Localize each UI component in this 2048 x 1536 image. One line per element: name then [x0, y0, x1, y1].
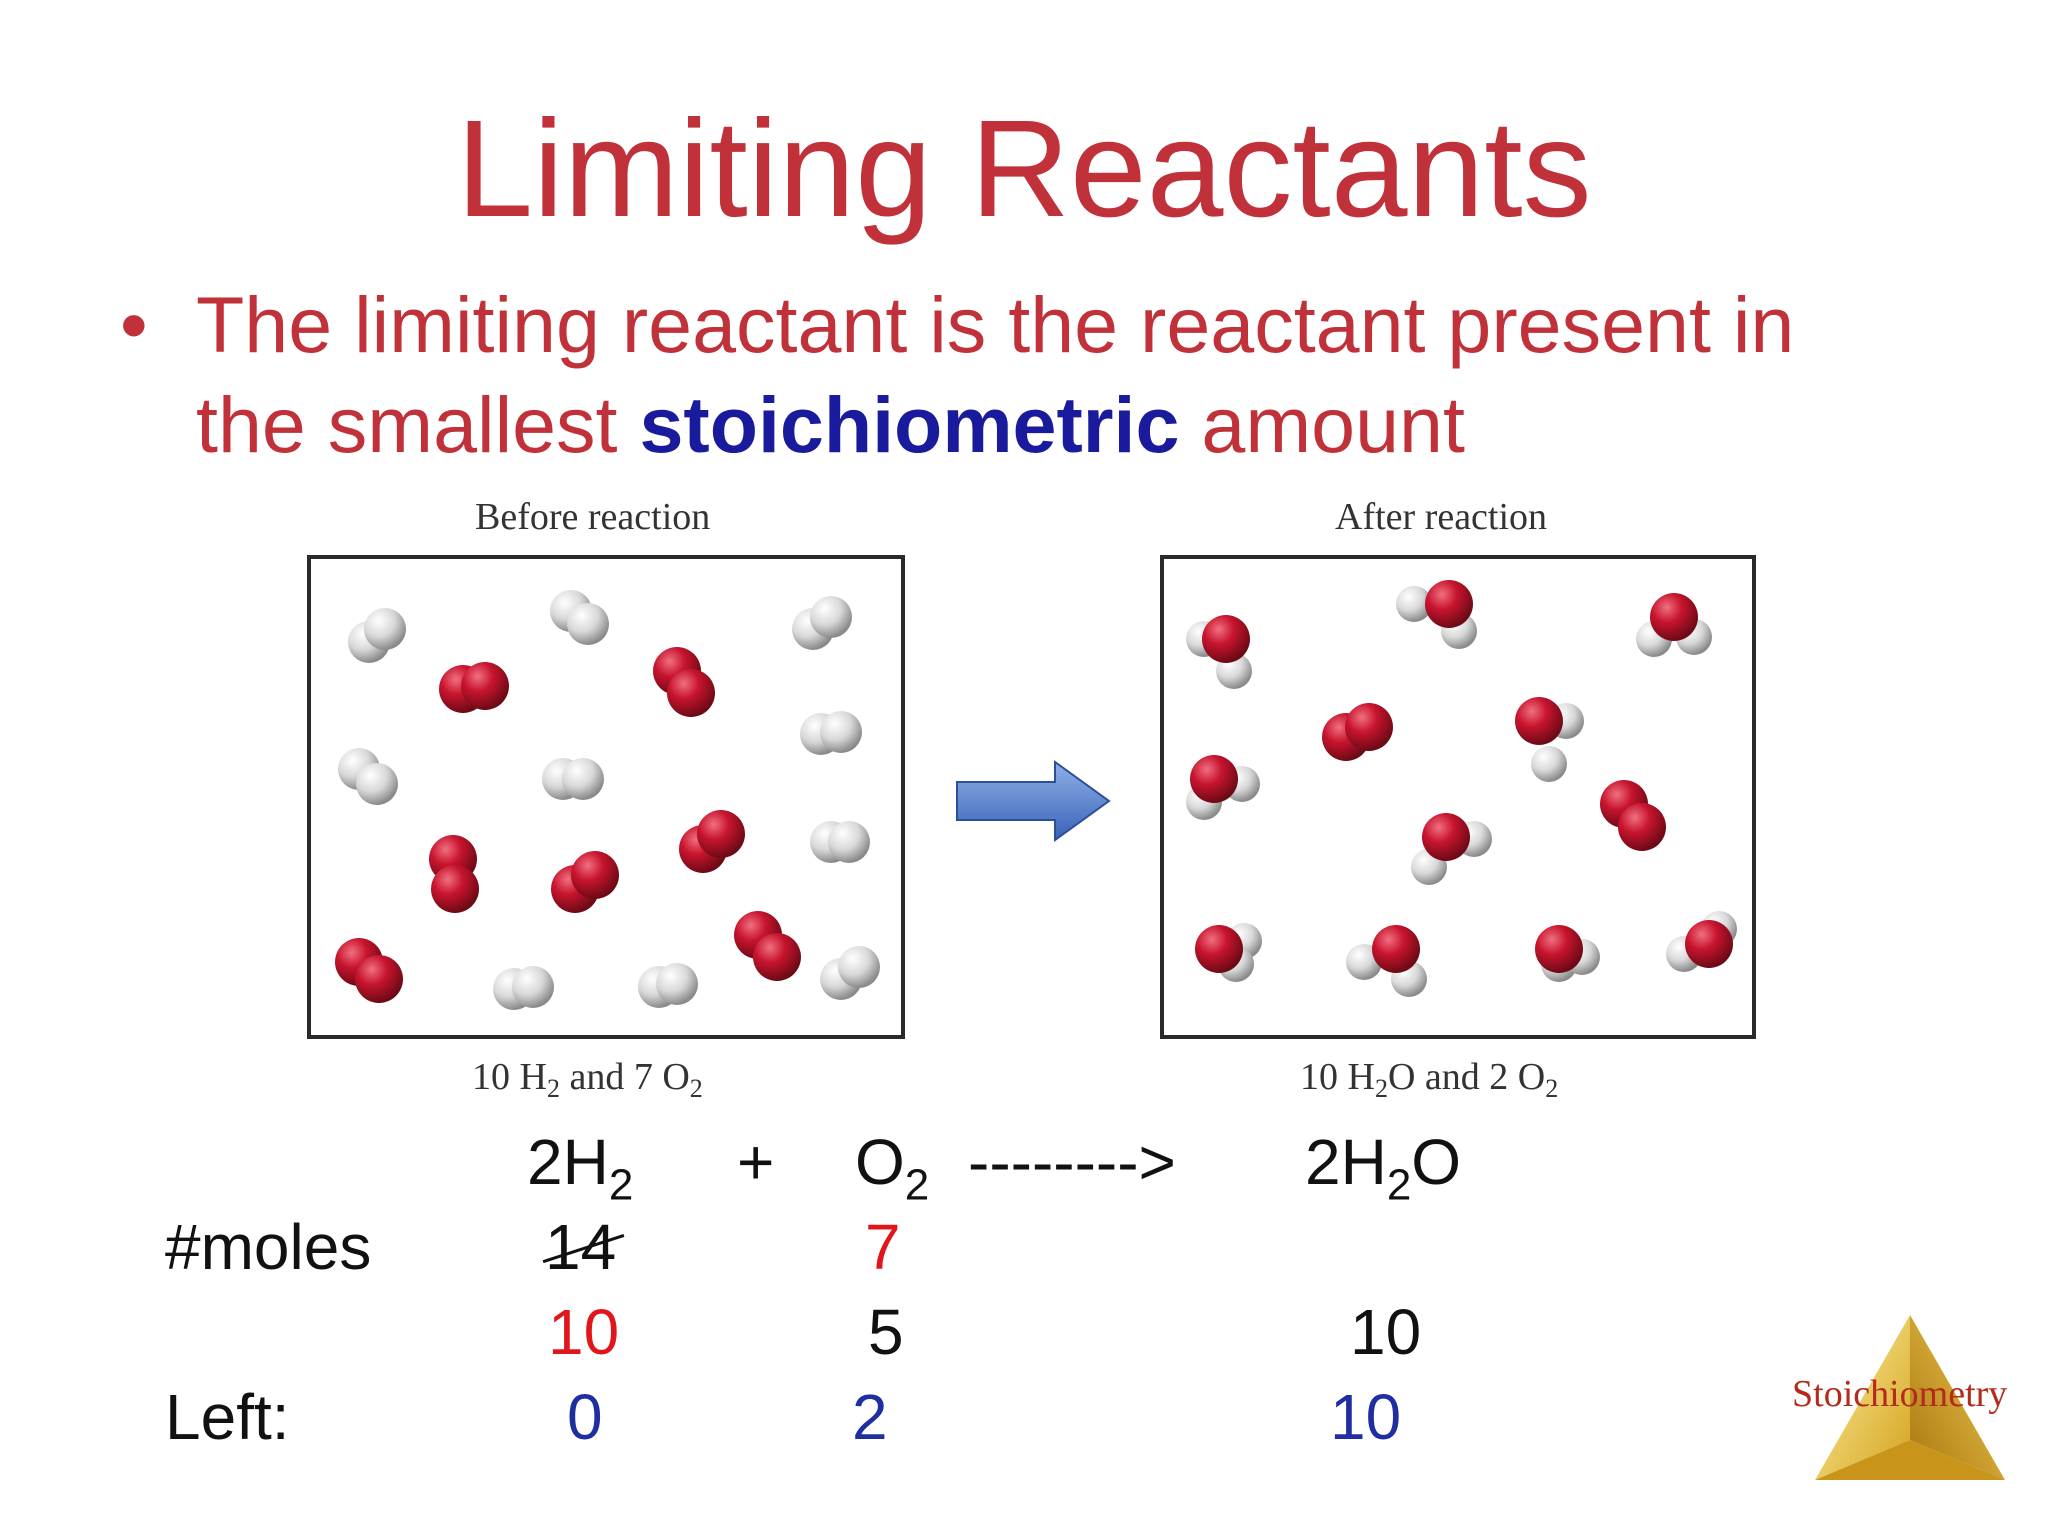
bullet-text-2a: the smallest — [196, 380, 618, 469]
reaction-arrow-icon — [956, 760, 1111, 842]
logo-text: Stoichiometry — [1792, 1373, 2008, 1415]
moles-label: #moles — [165, 1211, 372, 1283]
before-caption: 10 H2 and 7 O2 — [472, 1056, 703, 1103]
o2-used-moles: 5 — [868, 1296, 904, 1368]
eq-plus: + — [737, 1126, 775, 1198]
h2-left-moles: 0 — [567, 1381, 603, 1453]
before-reaction-label: Before reaction — [475, 496, 711, 538]
h2-initial-moles: 14 — [545, 1211, 617, 1283]
after-reaction-label: After reaction — [1335, 496, 1548, 538]
eq-product-h2o: 2H2O — [1305, 1126, 1462, 1210]
left-label: Left: — [165, 1381, 290, 1453]
slide-title: Limiting Reactants — [456, 92, 1592, 246]
bullet-line-1: The limiting reactant is the reactant pr… — [196, 280, 1795, 369]
eq-arrow: --------> — [968, 1126, 1176, 1198]
o2-initial-moles: 7 — [865, 1211, 901, 1283]
eq-reactant-h2: 2H2 — [527, 1126, 634, 1210]
h2-molecules — [338, 590, 880, 1010]
bullet-marker: • — [120, 280, 148, 369]
after-caption: 10 H2O and 2 O2 — [1300, 1056, 1559, 1103]
h2o-left-moles: 10 — [1330, 1381, 1402, 1453]
before-reaction-box — [307, 555, 905, 1039]
after-molecules — [1186, 580, 1737, 997]
before-molecules — [335, 590, 880, 1010]
bullet-text-2c: amount — [1201, 380, 1465, 469]
o2-left-moles: 2 — [852, 1381, 888, 1453]
pyramid-logo-icon — [1815, 1315, 2005, 1480]
h2o-made-moles: 10 — [1350, 1296, 1422, 1368]
o2-leftover-molecules — [1322, 703, 1666, 851]
h2o-molecules — [1186, 580, 1737, 997]
bullet-line-2: the smallest stoichiometric amount — [196, 385, 1465, 464]
bullet-emphasis: stoichiometric — [639, 380, 1180, 469]
after-reaction-box — [1160, 555, 1756, 1039]
eq-reactant-o2: O2 — [855, 1126, 930, 1210]
h2-used-moles: 10 — [548, 1296, 620, 1368]
o2-molecules — [335, 647, 801, 1003]
